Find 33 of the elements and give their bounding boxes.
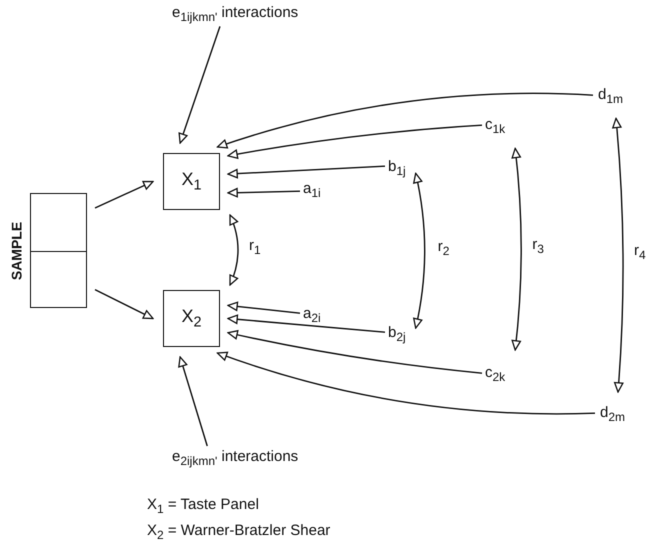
effect-label: d$_{2m}$ [600, 404, 626, 424]
effect-label: b$_{2j}$ [388, 324, 406, 344]
arrow [227, 302, 300, 314]
effect-label: a$_{1i}$ [303, 180, 321, 200]
effect-label: b$_{1j}$ [388, 158, 406, 178]
arrow [94, 288, 154, 320]
effect-label: c$_{2k}$ [485, 364, 506, 384]
effect-label: d$_{1m}$ [598, 86, 624, 106]
double-headed-arrow [229, 214, 239, 286]
effect-label: a$_{2i}$ [303, 305, 321, 326]
effect-label: c$_{1k}$ [485, 116, 506, 136]
effect-label: e$_{1ijkmn'}$ interactions [172, 4, 298, 24]
double-headed-arrow [612, 118, 624, 393]
variable-label: X$_{1}$ [181, 168, 202, 194]
variable-box [163, 290, 220, 347]
double-headed-arrow [412, 172, 426, 329]
double-headed-arrow [511, 148, 522, 351]
arrow [227, 314, 386, 333]
arrow [94, 180, 154, 209]
variable-box [163, 153, 220, 210]
definition-note: X$_{1}$ = Taste Panel [147, 496, 259, 516]
effect-label: e$_{2ijkmn'}$ interactions [172, 448, 298, 468]
arrow [227, 124, 482, 159]
arrow [178, 356, 208, 446]
arrow [216, 352, 596, 415]
arrow [227, 165, 386, 178]
arrow [178, 26, 221, 144]
arrow [216, 92, 594, 149]
definition-note: X$_{2}$ = Warner-Bratzler Shear [147, 522, 330, 542]
arrow [227, 330, 482, 374]
variable-label: X$_{2}$ [181, 306, 202, 332]
box-label: SAMPLE [8, 221, 26, 280]
arrow [227, 188, 300, 198]
